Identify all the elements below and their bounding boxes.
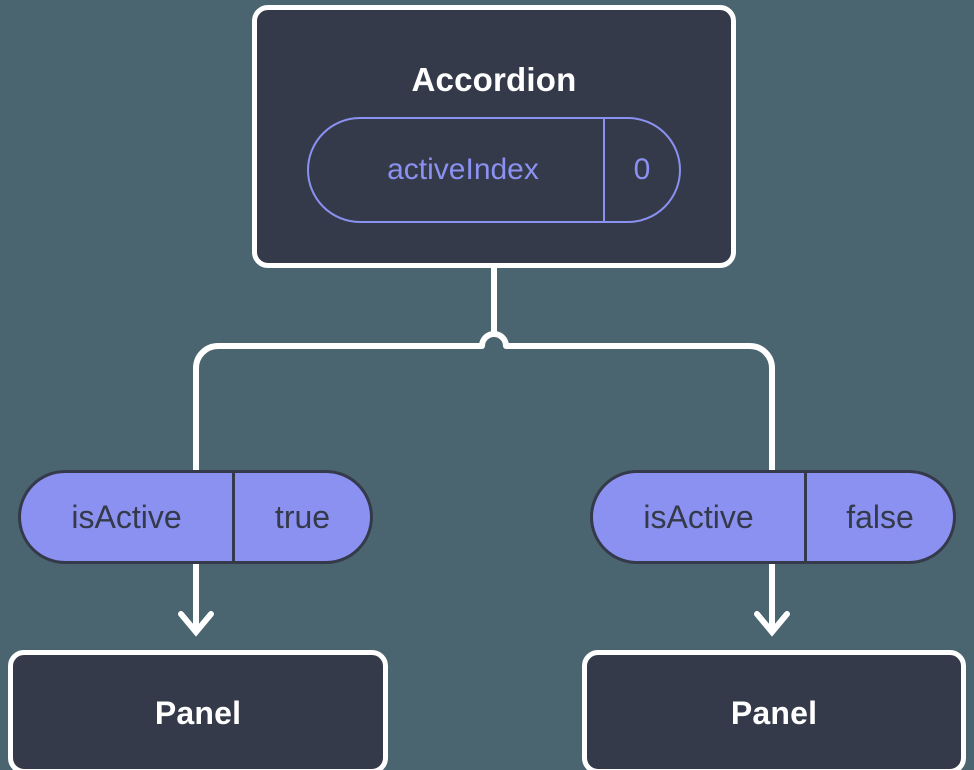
prop-pill-key: isActive [71,498,182,535]
prop-pill-key: isActive [643,498,754,535]
panel-node-right[interactable]: Panel [582,650,966,770]
arrow-head-left [178,611,214,637]
state-pill-activeindex[interactable]: activeIndex 0 [307,117,681,223]
prop-pill-isactive-true[interactable]: isActive true [18,470,373,564]
accordion-label: Accordion [411,61,577,98]
arrow-head-right [754,611,790,637]
panel-node-left[interactable]: Panel [8,650,388,770]
state-pill-key: activeIndex [387,153,539,186]
panel-label: Panel [154,695,242,731]
panel-label: Panel [730,695,818,731]
prop-pill-isactive-false[interactable]: isActive false [590,470,956,564]
connector-root-split [193,265,497,473]
prop-pill-value: false [804,473,953,561]
connector-root-split-right [491,331,775,473]
state-pill-value: 0 [603,119,679,221]
prop-pill-value: true [232,473,370,561]
